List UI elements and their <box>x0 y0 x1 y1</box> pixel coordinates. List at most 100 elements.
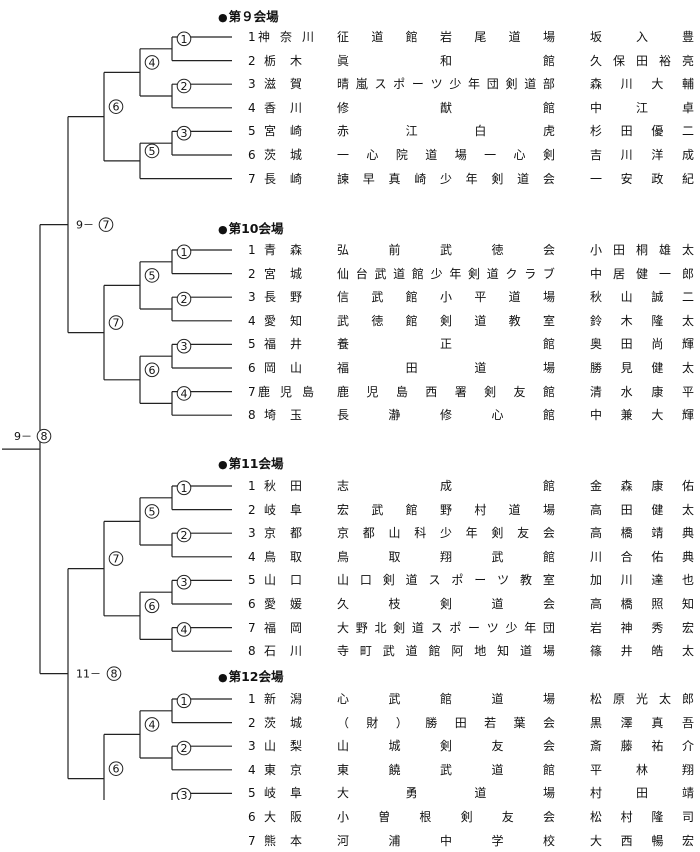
prefecture-char: 香 <box>264 100 277 115</box>
prefecture-char: 阜 <box>289 786 302 801</box>
club-char: 道 <box>491 692 504 706</box>
player-name-char: 司 <box>681 810 694 824</box>
club-char: ー <box>411 77 424 92</box>
player-name-char: 江 <box>635 100 648 115</box>
club-char: 徳 <box>491 243 504 257</box>
player-name-char: 太 <box>658 692 671 706</box>
player-name-char: 藤 <box>620 739 633 754</box>
entry-prefecture: 石川 <box>264 640 302 662</box>
prefecture-char: 神 <box>258 30 271 44</box>
entry-club: 宏武館野村道場 <box>337 499 555 521</box>
club-char: 剣 <box>484 384 497 399</box>
prefecture-char: 井 <box>289 337 302 352</box>
player-name-char: 郎 <box>681 266 694 281</box>
entry-number: 2 <box>248 53 256 68</box>
club-char: 河 <box>337 833 350 848</box>
player-name-char: 杉 <box>590 124 603 139</box>
entry-number: 6 <box>248 148 256 162</box>
match-number-badge: 5 <box>144 504 160 519</box>
entry-player-name: 金森康佑 <box>590 475 694 497</box>
club-char: 江 <box>405 124 418 139</box>
round-label: 9－ <box>14 430 32 443</box>
prefecture-char: 新 <box>264 692 277 706</box>
match-number-badge: 1 <box>176 693 192 709</box>
club-char: 団 <box>542 620 555 635</box>
club-char: 道 <box>520 644 533 659</box>
entry-player-name: 一安政紀 <box>590 168 694 190</box>
club-char: 早 <box>362 171 375 186</box>
club-char: 修 <box>439 408 452 423</box>
club-char: ー <box>474 573 487 588</box>
club-char: ツ <box>430 77 443 92</box>
match-number-badge: 2 <box>176 291 192 307</box>
club-char: 取 <box>388 549 401 564</box>
club-char: 道 <box>517 171 530 186</box>
player-name-char: 鈴 <box>590 313 603 328</box>
player-name-char: 尚 <box>651 337 664 352</box>
club-char: 武 <box>388 692 401 706</box>
entry-number: 2 <box>248 715 256 730</box>
badge-number: 8 <box>111 668 118 681</box>
club-char: 道 <box>491 762 504 777</box>
entry-number: 7 <box>248 620 256 635</box>
club-char: 瀞 <box>388 408 401 423</box>
club-char: 館 <box>542 408 555 423</box>
match-number-badge: 3 <box>176 125 192 141</box>
club-char: 崎 <box>414 171 427 186</box>
club-char: 署 <box>454 384 467 399</box>
entry-prefecture: 鳥取 <box>264 546 302 568</box>
club-char: 年 <box>524 620 537 635</box>
player-name-char: 靖 <box>681 786 694 801</box>
club-char: 北 <box>374 620 387 635</box>
prefecture-char: 京 <box>289 762 302 777</box>
club-char: 虎 <box>542 124 555 139</box>
club-char: 場 <box>542 644 555 659</box>
player-name-char: 中 <box>590 266 603 281</box>
club-char: 嵐 <box>355 77 368 92</box>
player-name-char: 篠 <box>590 644 603 659</box>
badge-circle <box>144 717 160 732</box>
player-name-char: 隆 <box>651 313 664 328</box>
club-char: 宏 <box>337 502 350 517</box>
club-char: 武 <box>371 502 384 517</box>
club-char: 児 <box>366 384 379 399</box>
badge-number: 1 <box>181 246 188 259</box>
player-name-char: 田 <box>635 53 648 68</box>
player-name-char: 川 <box>620 573 633 588</box>
player-name-char: 紀 <box>681 171 694 186</box>
club-char: 田 <box>405 361 418 375</box>
venue-title-text: 第12会場 <box>228 669 284 684</box>
player-name-char: 高 <box>590 597 603 611</box>
player-name-char: 久 <box>590 53 603 68</box>
club-char: 道 <box>371 30 384 44</box>
entry-prefecture: 福井 <box>264 333 302 355</box>
prefecture-char: 茨 <box>264 148 277 162</box>
player-name-char: 高 <box>590 502 603 517</box>
club-char: 館 <box>542 337 555 352</box>
club-char: 京 <box>337 526 350 541</box>
player-name-char: 田 <box>620 124 633 139</box>
match-number-badge: 6 <box>108 761 124 776</box>
prefecture-char: 宮 <box>264 266 277 281</box>
club-char: 心 <box>337 692 350 706</box>
entry-prefecture: 愛媛 <box>264 593 302 615</box>
club-char: 館 <box>542 384 555 399</box>
player-name-char: 清 <box>590 384 603 399</box>
match-number-badge: 1 <box>176 244 192 260</box>
badge-number: 3 <box>181 576 188 589</box>
entry-club: 弘前武徳会 <box>337 239 555 261</box>
club-char: 西 <box>425 384 438 399</box>
club-char: 都 <box>362 526 375 541</box>
match-number-badge: 1 <box>176 480 192 496</box>
club-char: 場 <box>542 361 555 375</box>
entry-club: 眞和館 <box>337 50 555 72</box>
player-name-char: 岩 <box>590 620 603 635</box>
club-char: 中 <box>439 833 452 848</box>
badge-number: 8 <box>41 430 48 443</box>
player-name-char: 秀 <box>651 620 664 635</box>
